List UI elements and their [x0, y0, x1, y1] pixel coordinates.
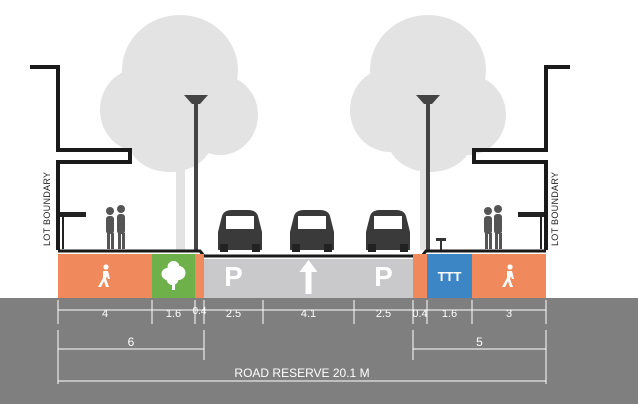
dim-label-right-group: 5	[476, 335, 483, 349]
kerb-line	[58, 249, 546, 258]
car-right	[366, 210, 410, 252]
pedestrian-icon	[98, 264, 110, 287]
dim-label-kerb-left: 0.4	[193, 306, 207, 317]
dim-label-left-group: 6	[128, 335, 135, 349]
people-right	[484, 205, 502, 249]
up-arrow-icon	[299, 260, 318, 294]
bike-rack-icon	[436, 238, 446, 251]
zones-layer: P P TTT	[58, 254, 546, 298]
lot-boundary-right-label: LOT BOUNDARY	[550, 172, 560, 246]
pedestrian-icon	[502, 264, 514, 287]
street-light-left	[184, 95, 208, 252]
parking-p-label: P	[224, 261, 243, 292]
dim-label-kerb-right: 0.4	[412, 308, 427, 320]
tree-icon	[161, 261, 186, 290]
zone-parking-right	[354, 259, 413, 298]
ground-strip	[0, 298, 638, 404]
dim-label-bike-parking-right: 1.6	[442, 308, 457, 320]
building-right	[472, 65, 570, 250]
awning-left	[60, 212, 86, 249]
dim-label-verge-left: 1.6	[166, 308, 181, 320]
building-left	[30, 65, 132, 250]
dim-label-footpath-left: 4	[102, 308, 108, 320]
people-left	[106, 205, 125, 249]
dim-label-parking-right: 2.5	[376, 308, 391, 320]
tree-left-bg	[100, 15, 258, 250]
zone-kerb-left	[195, 254, 204, 298]
zone-parking-left	[204, 259, 263, 298]
tree-right-bg	[350, 15, 506, 250]
dim-label-road-reserve: ROAD RESERVE 20.1 M	[234, 366, 369, 380]
lot-boundary-left-label: LOT BOUNDARY	[42, 172, 52, 246]
bike-stop-label: TTT	[438, 269, 462, 284]
street-light-right	[416, 95, 440, 252]
dim-label-footpath-right: 3	[506, 308, 512, 320]
awning-right	[518, 212, 544, 249]
zone-bike-parking-right	[427, 254, 472, 298]
parking-p-label: P	[374, 261, 393, 292]
zone-kerb-right	[413, 254, 427, 298]
dim-label-parking-left: 2.5	[226, 308, 241, 320]
car-middle	[290, 210, 334, 252]
car-left	[218, 210, 262, 252]
dim-label-carriageway: 4.1	[301, 308, 316, 320]
